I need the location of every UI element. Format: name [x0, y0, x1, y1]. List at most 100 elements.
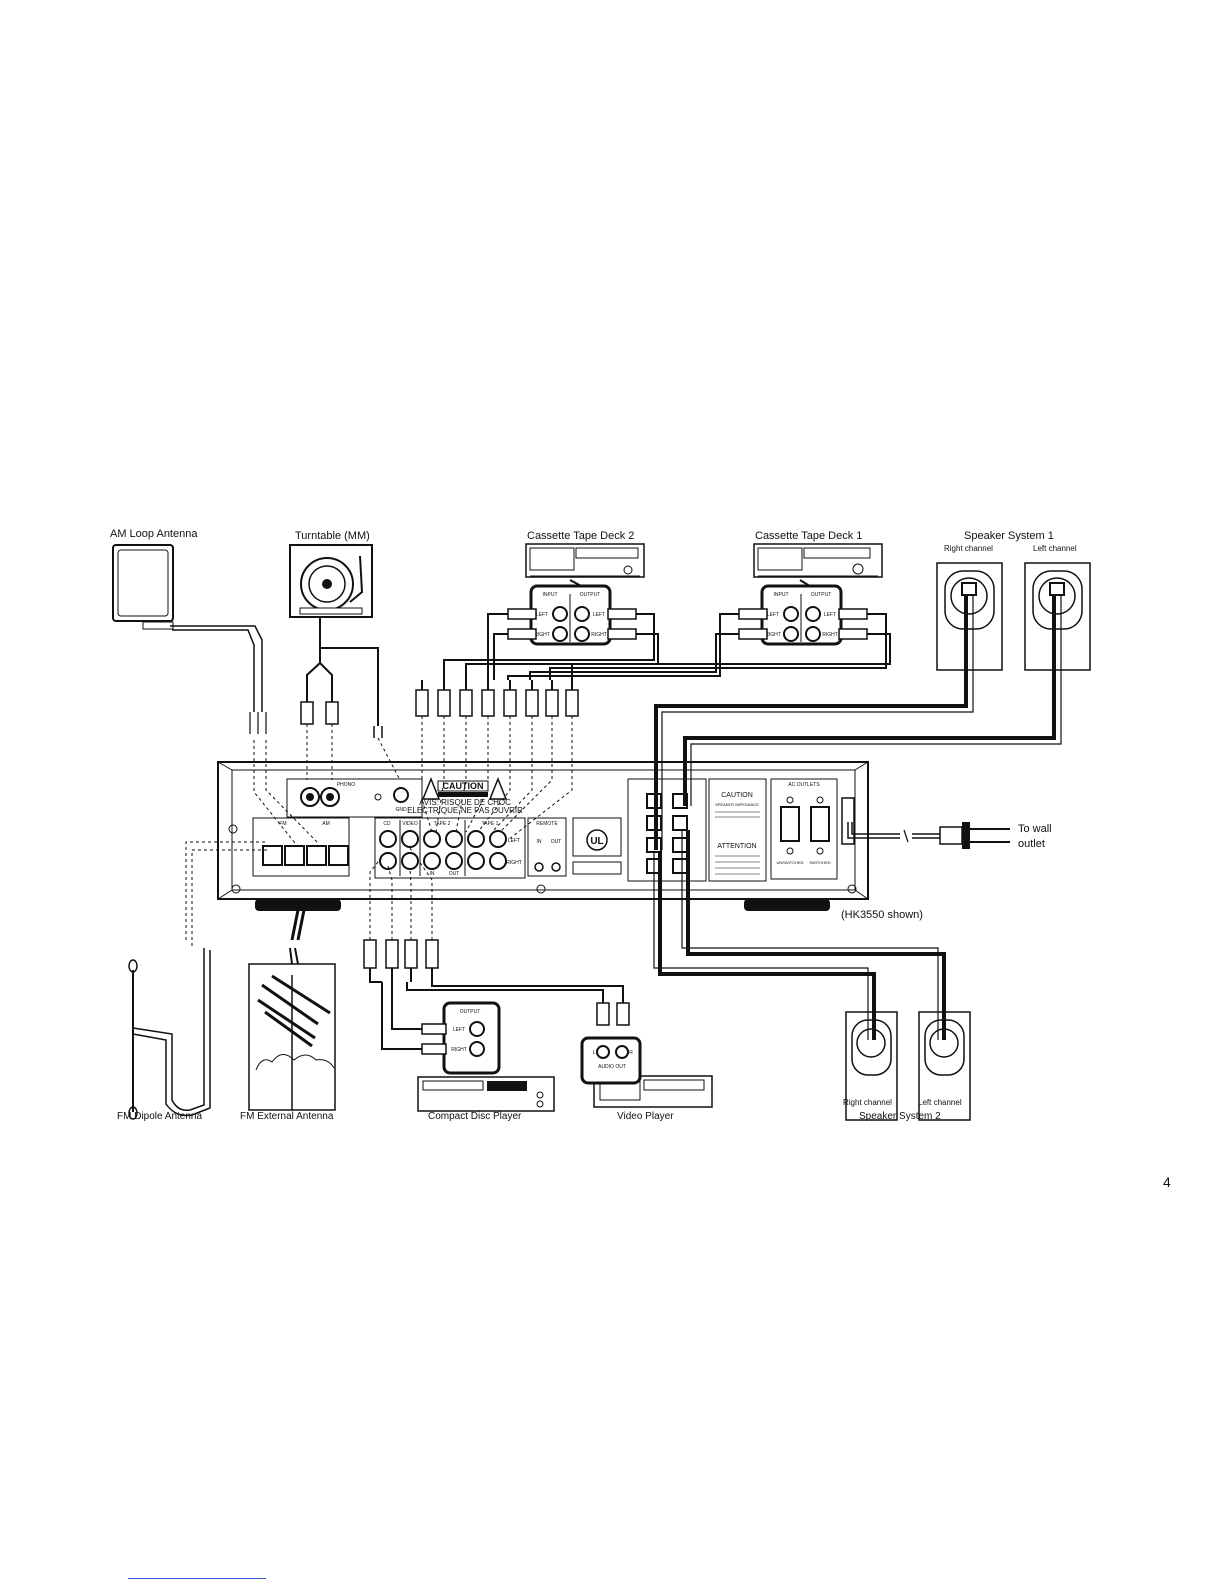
ac-outlet-switched[interactable]	[810, 806, 830, 842]
speaker-b-left-minus[interactable]	[672, 858, 688, 874]
fm-label: FM	[279, 821, 286, 827]
video-player-label: Video Player	[617, 1111, 674, 1122]
ac-outlet-block	[770, 778, 838, 880]
cd-output-panel	[442, 1001, 501, 1075]
speaker1-right-channel-label: Right channel	[944, 544, 993, 553]
ac-outlet-unswitched[interactable]	[780, 806, 800, 842]
ac-outlets-label: AC OUTLETS	[788, 782, 820, 788]
receiver-foot-left	[255, 899, 341, 911]
top-rca-plugs	[415, 680, 579, 841]
deck1-right-label-in: RIGHT	[765, 632, 781, 638]
speaker2-right	[845, 1011, 898, 1121]
power-cord	[841, 797, 1010, 849]
antenna-terminal-2[interactable]	[284, 845, 305, 866]
tape1-in-jack-left[interactable]	[467, 830, 485, 848]
speaker-b-left-plus[interactable]	[672, 837, 688, 853]
ul-logo	[586, 829, 608, 851]
input-jack-row-bottom	[379, 852, 507, 870]
video-audio-out-label: AUDIO OUT	[598, 1064, 626, 1070]
cd-output-right-jack[interactable]	[469, 1041, 485, 1057]
video-label: VIDEO	[402, 821, 418, 827]
turntable	[289, 544, 401, 781]
caution-title: CAUTION	[443, 781, 484, 791]
deck1-output-left-jack[interactable]	[805, 606, 821, 622]
antenna-terminal-1[interactable]	[262, 845, 283, 866]
remote-out-label: OUT	[551, 839, 562, 845]
deck1-left-label-in: LEFT	[767, 612, 779, 618]
video-r-label: R	[629, 1050, 633, 1056]
deck1-right-label-out: RIGHT	[822, 632, 838, 638]
cd-jack-left[interactable]	[379, 830, 397, 848]
tape1-in-jack-right[interactable]	[467, 852, 485, 870]
speaker-system-1	[654, 562, 1091, 850]
deck2-output-right-jack[interactable]	[574, 626, 590, 642]
input-block-in-label: IN	[430, 871, 435, 877]
input-block-right-label: RIGHT	[506, 860, 522, 866]
impedance-caution-title: CAUTION	[721, 792, 753, 799]
tape2-in-jack-right[interactable]	[423, 852, 441, 870]
model-shown-label: (HK3550 shown)	[841, 909, 923, 921]
deck2-output-left-jack[interactable]	[574, 606, 590, 622]
deck1-output-right-jack[interactable]	[805, 626, 821, 642]
tape1-out-jack-left[interactable]	[489, 830, 507, 848]
cd-output-left-label: LEFT	[453, 1027, 465, 1033]
deck1-input-left-jack[interactable]	[783, 606, 799, 622]
compact-disc-player: OUTPUT LEFT RIGHT	[381, 982, 555, 1112]
fm-external-antenna	[248, 909, 336, 1111]
receiver-foot-right	[744, 899, 830, 911]
deck2-input-left-jack[interactable]	[552, 606, 568, 622]
deck2-input-right-jack[interactable]	[552, 626, 568, 642]
caution-warning-line1: AVIS: RISQUE DE CHOC	[419, 798, 511, 807]
video-audio-out-l-jack[interactable]	[596, 1045, 610, 1059]
video-l-label: L	[593, 1050, 596, 1056]
tape2-out-jack-left[interactable]	[445, 830, 463, 848]
cd-output-left-jack[interactable]	[469, 1021, 485, 1037]
deck1-left-label-out: LEFT	[824, 612, 836, 618]
deck1-output-label: OUTPUT	[811, 592, 832, 598]
ac-unswitched-label: UNSWITCHED	[776, 860, 803, 865]
tape2-out-jack-right[interactable]	[445, 852, 463, 870]
speaker1-right	[936, 562, 1003, 671]
phono-gnd-label: GND	[395, 807, 407, 813]
video-jack-left[interactable]	[401, 830, 419, 848]
cassette-deck-1-label: Cassette Tape Deck 1	[755, 530, 862, 542]
cassette-tape-deck-2: INPUT OUTPUT LEFT RIGHT LEFT RIGHT	[443, 543, 659, 680]
impedance-caution-text: SPEAKER IMPEDANCE	[715, 802, 759, 807]
remote-in-jack[interactable]	[534, 862, 544, 872]
antenna-terminal-4[interactable]	[328, 845, 349, 866]
deck1-input-right-jack[interactable]	[783, 626, 799, 642]
tape1-out-jack-right[interactable]	[489, 852, 507, 870]
cd-output-label: OUTPUT	[460, 1009, 481, 1015]
compact-disc-player-label: Compact Disc Player	[428, 1111, 522, 1122]
remote-block	[527, 817, 567, 877]
speaker-a-left-minus[interactable]	[672, 815, 688, 831]
antenna-terminal-3[interactable]	[306, 845, 327, 866]
video-audio-out-r-jack[interactable]	[615, 1045, 629, 1059]
deck2-left-label-in: LEFT	[536, 612, 548, 618]
phono-gnd-terminal[interactable]	[393, 787, 409, 803]
input-block-out-label: OUT	[449, 871, 460, 877]
deck2-right-label-in: RIGHT	[534, 632, 550, 638]
cd-jack-right[interactable]	[379, 852, 397, 870]
ul-logo-text: UL	[590, 836, 603, 847]
phono-label: PHONO	[337, 782, 355, 788]
am-loop-antenna	[112, 544, 319, 844]
page-number: 4	[1163, 1174, 1171, 1190]
remote-out-jack[interactable]	[551, 862, 561, 872]
tape2-label: TAPE 2	[434, 821, 451, 827]
deck2-left-label-out: LEFT	[593, 612, 605, 618]
turntable-label: Turntable (MM)	[295, 530, 370, 542]
phono-jack-left[interactable]	[320, 787, 340, 807]
phono-jack-right[interactable]	[300, 787, 320, 807]
outlet-label: outlet	[1018, 838, 1045, 850]
ul-label-box	[572, 817, 622, 857]
caution-warning-line2: ELECTRIQUE-NE PAS OUVRIR	[407, 806, 523, 815]
cassette-tape-deck-1: INPUT OUTPUT LEFT RIGHT LEFT RIGHT	[507, 543, 891, 680]
video-audio-out-panel	[580, 1036, 642, 1085]
cassette-deck-2-label: Cassette Tape Deck 2	[527, 530, 634, 542]
deck2-input-label: INPUT	[543, 592, 558, 598]
deck2-right-label-out: RIGHT	[591, 632, 607, 638]
video-jack-right[interactable]	[401, 852, 419, 870]
receiver-rear-panel: PHONO GND CAUTION AVIS: RISQUE DE CHOC E…	[217, 761, 869, 911]
